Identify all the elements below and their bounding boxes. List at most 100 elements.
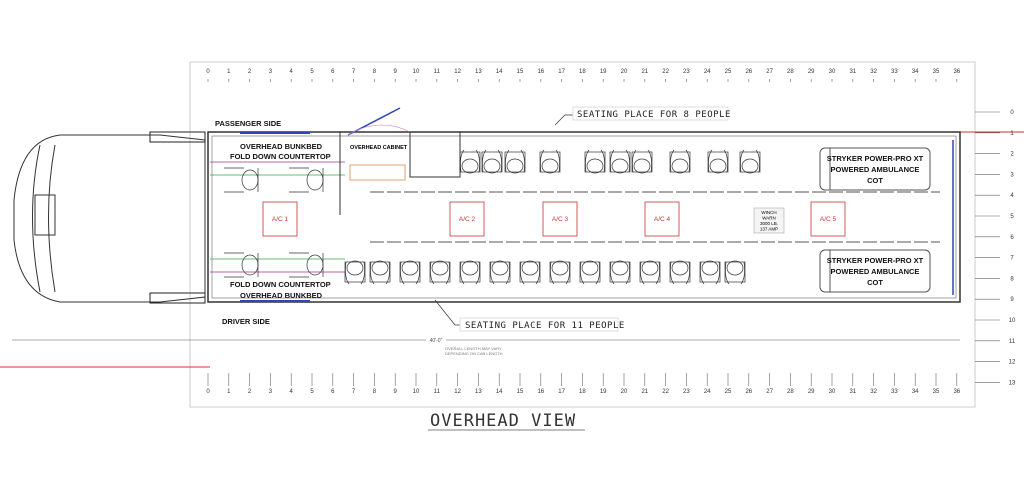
- seat: [724, 260, 746, 285]
- ruler-label: 2: [248, 69, 252, 75]
- ruler-label: 36: [953, 389, 960, 395]
- ruler-label: 33: [891, 389, 898, 395]
- ac-unit: [542, 201, 578, 237]
- rulers: 0011223344556677889910101111121213131414…: [206, 69, 1016, 395]
- overall-dimension-value: 40'-0": [430, 338, 443, 344]
- ruler-label: 5: [310, 389, 314, 395]
- ruler-label: 15: [517, 69, 524, 75]
- cot-top: STRYKER POWER-PRO XT POWERED AMBULANCE C…: [819, 147, 931, 191]
- ruler-label: 1: [1010, 131, 1014, 137]
- seat: [369, 260, 391, 285]
- seat: [489, 260, 511, 285]
- ruler-label: 11: [434, 389, 441, 395]
- ruler-label: 1: [227, 389, 231, 395]
- seat: [549, 260, 571, 285]
- ac-unit: [262, 201, 298, 237]
- seat: [539, 149, 561, 174]
- ac-unit-label: A/C 4: [654, 216, 671, 223]
- seat: [669, 149, 691, 174]
- cot-bottom-line-1: STRYKER POWER-PRO XT: [827, 256, 924, 265]
- ruler-label: 29: [808, 69, 815, 75]
- ruler-label: 2: [248, 389, 252, 395]
- seat: [289, 167, 324, 193]
- ruler-label: 7: [352, 389, 356, 395]
- ruler-label: 7: [1010, 256, 1014, 262]
- ruler-label: 14: [496, 69, 503, 75]
- countertop-top-label: FOLD DOWN COUNTERTOP: [230, 152, 331, 161]
- ruler-label: 23: [683, 69, 690, 75]
- ruler-label: 35: [933, 69, 940, 75]
- overall-length-note-2: DEPENDING ON CAB LENGTH: [445, 351, 503, 356]
- ruler-label: 5: [310, 69, 314, 75]
- truck-cab: [13, 131, 206, 304]
- ruler-label: 17: [558, 389, 565, 395]
- seating-top-callout: SEATING PLACE FOR 8 PEOPLE: [577, 110, 731, 120]
- seat: [579, 260, 601, 285]
- ruler-label: 13: [1009, 380, 1016, 386]
- ruler-label: 26: [745, 69, 752, 75]
- winch-label: WINCH WARN 3000 LB. 137 AMP: [753, 207, 785, 234]
- ruler-label: 31: [849, 389, 856, 395]
- ruler-label: 2: [1010, 152, 1014, 158]
- bunkbed-top-label: OVERHEAD BUNKBED: [240, 142, 323, 151]
- overhead-cabinet-label: OVERHEAD CABINET: [350, 145, 408, 151]
- ruler-label: 12: [454, 389, 461, 395]
- ruler-label: 15: [517, 389, 524, 395]
- ruler-label: 29: [808, 389, 815, 395]
- ruler-label: 35: [933, 389, 940, 395]
- ac-unit-label: A/C 5: [820, 216, 837, 223]
- ruler-label: 27: [766, 389, 773, 395]
- seat: [481, 149, 503, 174]
- ruler-label: 17: [558, 69, 565, 75]
- ruler-label: 9: [1010, 297, 1014, 303]
- seat: [429, 260, 451, 285]
- ruler-label: 12: [1009, 360, 1016, 366]
- cot-bottom: STRYKER POWER-PRO XT POWERED AMBULANCE C…: [819, 249, 931, 293]
- ruler-label: 20: [621, 389, 628, 395]
- ruler-label: 8: [373, 389, 377, 395]
- ruler-label: 4: [1010, 193, 1014, 199]
- ac-unit-label: A/C 1: [272, 216, 289, 223]
- ac-unit-label: A/C 2: [459, 216, 476, 223]
- ruler-label: 8: [373, 69, 377, 75]
- ruler-label: 16: [537, 389, 544, 395]
- seat: [344, 260, 366, 285]
- ruler-label: 28: [787, 69, 794, 75]
- seat: [609, 149, 631, 174]
- ruler-label: 1: [227, 69, 231, 75]
- ruler-label: 13: [475, 389, 482, 395]
- ac-unit: [810, 201, 846, 237]
- winch-line-4: 137 AMP: [760, 227, 778, 232]
- seat: [399, 260, 421, 285]
- driver-side-label: DRIVER SIDE: [222, 317, 270, 326]
- ruler-label: 26: [745, 389, 752, 395]
- ruler-label: 22: [662, 69, 669, 75]
- ruler-label: 6: [331, 69, 335, 75]
- ruler-label: 30: [829, 69, 836, 75]
- seat: [739, 149, 761, 174]
- ruler-label: 14: [496, 389, 503, 395]
- seat: [707, 149, 729, 174]
- ruler-label: 13: [475, 69, 482, 75]
- ruler-label: 25: [725, 389, 732, 395]
- ruler-label: 0: [206, 69, 210, 75]
- cot-bottom-line-3: COT: [867, 278, 883, 287]
- ruler-label: 5: [1010, 214, 1014, 220]
- ruler-label: 6: [331, 389, 335, 395]
- ruler-label: 9: [394, 389, 398, 395]
- winch-line-2: WARN: [762, 216, 776, 221]
- ruler-label: 7: [352, 69, 356, 75]
- ruler-label: 33: [891, 69, 898, 75]
- seat: [224, 167, 259, 193]
- winch-line-3: 3000 LB.: [760, 221, 778, 226]
- ruler-label: 34: [912, 69, 919, 75]
- ruler-label: 6: [1010, 235, 1014, 241]
- ruler-label: 31: [849, 69, 856, 75]
- seat: [631, 149, 653, 174]
- seat: [699, 260, 721, 285]
- ruler-label: 34: [912, 389, 919, 395]
- seat: [669, 260, 691, 285]
